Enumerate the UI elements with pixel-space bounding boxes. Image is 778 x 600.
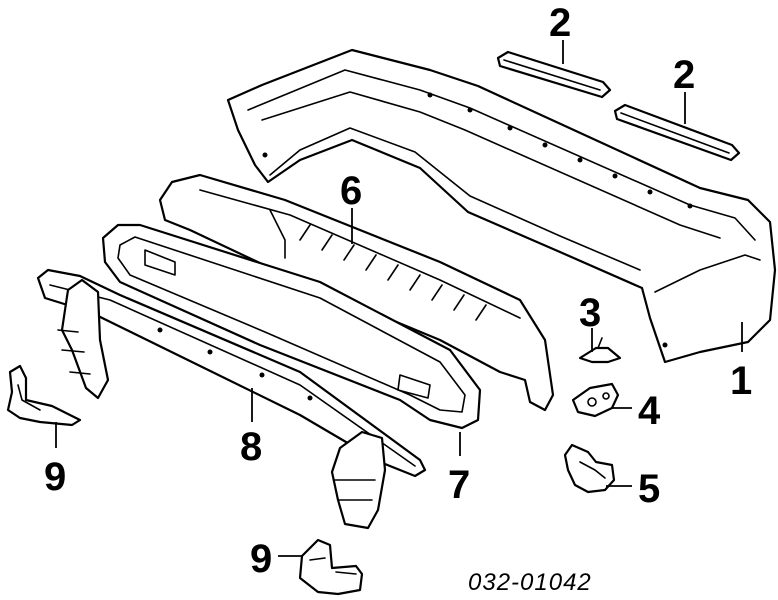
callout-clip: 3 (579, 291, 601, 335)
bracket-left (6, 364, 82, 427)
callout-bumper-cover: 1 (730, 359, 752, 403)
callout-reinforcement: 7 (448, 463, 470, 507)
reinforcement (101, 223, 482, 430)
bracket-bottom (298, 538, 364, 596)
upper-strip-right (613, 103, 741, 162)
callout-bracket-small: 5 (638, 467, 660, 511)
bracket-small (563, 443, 616, 494)
face-bar (36, 268, 427, 530)
callout-bracket-left: 9 (44, 455, 66, 499)
callout-bracket-bottom: 9 (250, 537, 272, 581)
callout-retainer: 4 (638, 389, 661, 433)
callout-upper-strip-right: 2 (673, 53, 695, 97)
leader-lines (55, 40, 743, 557)
upper-strip-left (496, 50, 612, 99)
part-code: 032-01042 (468, 569, 592, 596)
retainer (571, 382, 620, 418)
clip (578, 337, 622, 364)
callout-face-bar: 8 (240, 425, 262, 469)
callout-upper-strip-left: 2 (549, 1, 571, 45)
callout-absorber: 6 (340, 169, 362, 213)
bumper-cover (226, 48, 777, 364)
